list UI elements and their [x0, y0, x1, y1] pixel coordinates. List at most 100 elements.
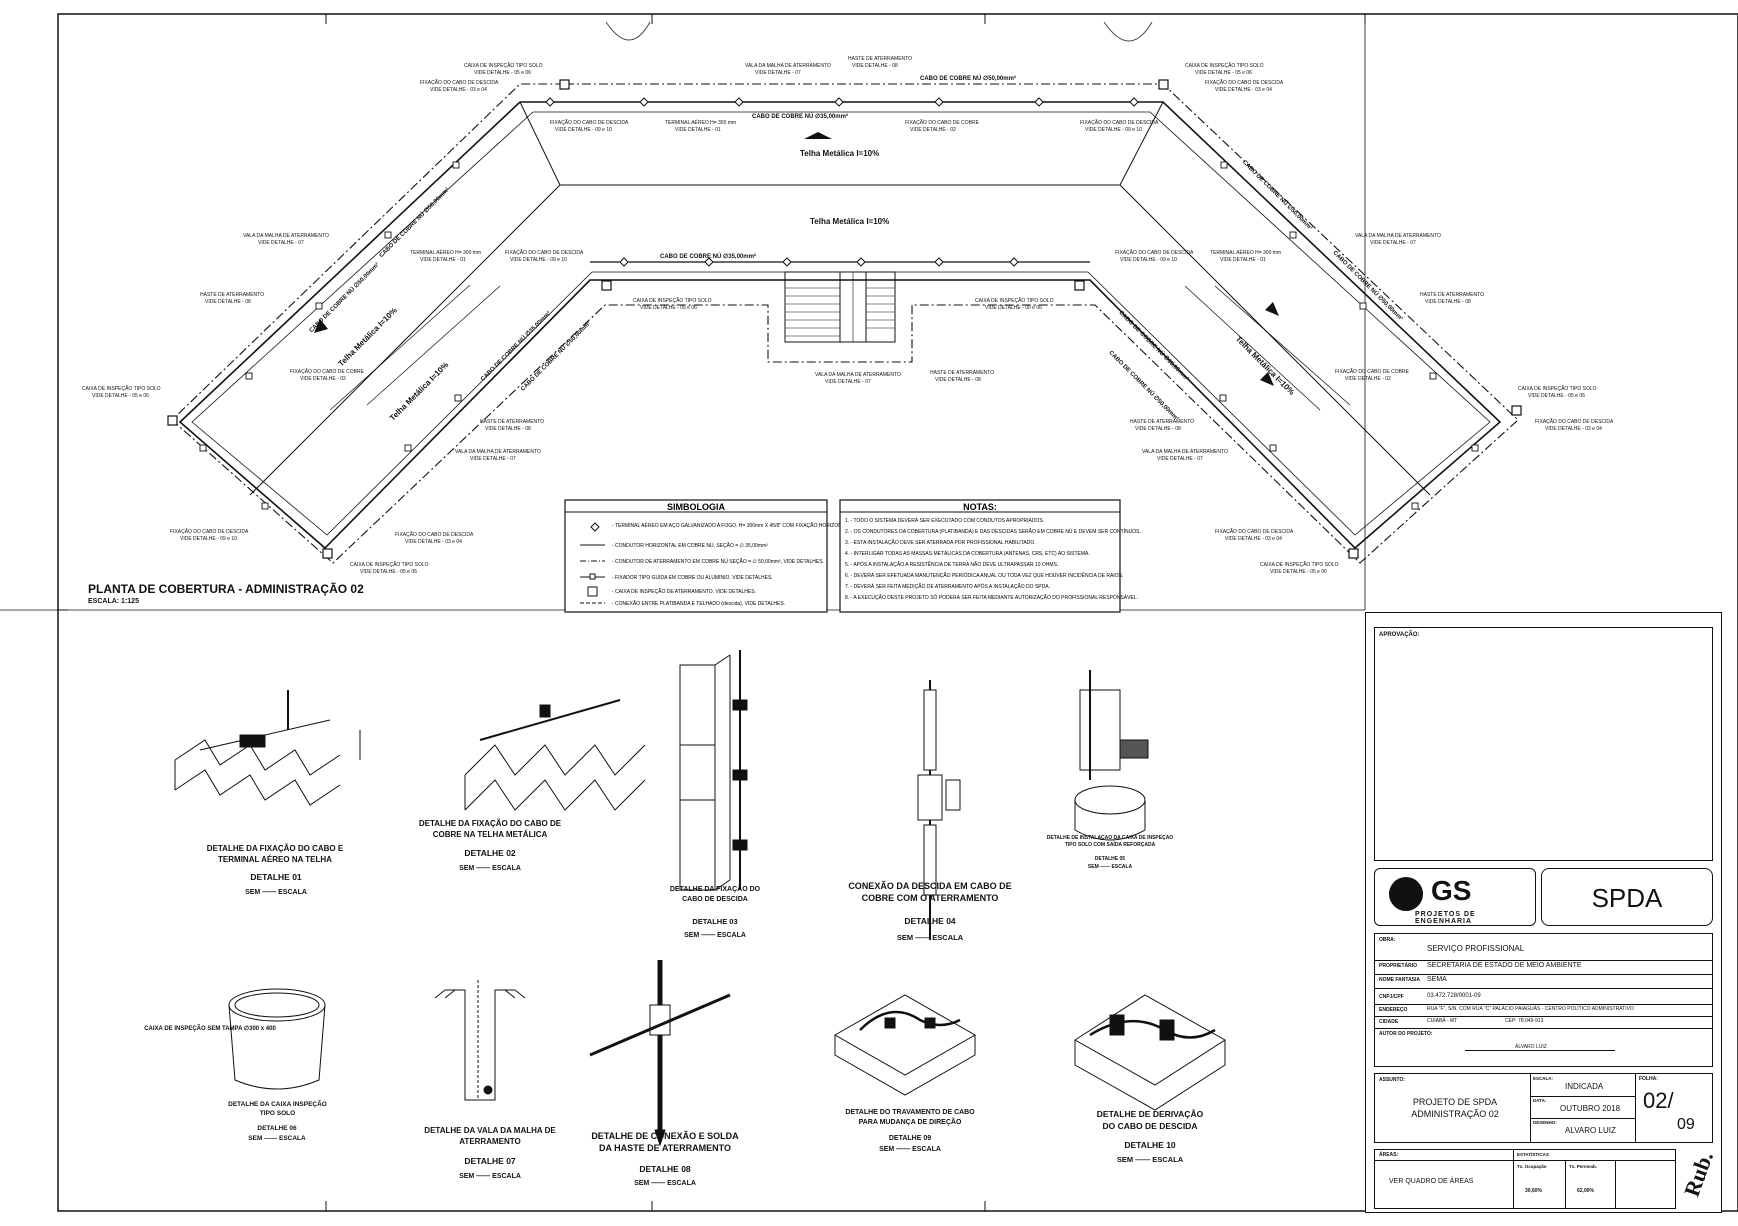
cable-label: CABO DE COBRE NÚ ∅50,00mm²: [1332, 249, 1405, 322]
callout: VIDE DETALHE - 03 e 04: [1545, 426, 1602, 432]
detail-10-caption: DETALHE DE DERIVAÇÃO DO CABO DE DESCIDA: [1096, 1109, 1204, 1131]
callout: VALA DA MALHA DE ATERRAMENTO: [1355, 233, 1441, 239]
callout: FIXAÇÃO DO CABO DE DESCIDA: [1080, 119, 1159, 126]
callout: VIDE DETALHE - 01: [675, 127, 721, 133]
callout: VIDE DETALHE - 09 e 10: [510, 257, 567, 263]
note-item: 4. - INTERLIGAR TODAS AS MASSAS METÁLICA…: [845, 550, 1090, 557]
cidade-label: CIDADE: [1379, 1019, 1399, 1025]
legend-item: - CONDUTOR HORIZONTAL EM COBRE NÚ, SEÇÃO…: [612, 542, 768, 549]
roof-slope-label: Telha Metálica I=10%: [336, 306, 398, 368]
notes-title: NOTAS:: [963, 502, 997, 512]
cep-value: CEP: 78.049-913: [1505, 1018, 1544, 1024]
tx-ocupacao-label: Tx. Ocupação: [1517, 1164, 1547, 1169]
nome-fantasia-value: SEMA: [1427, 976, 1447, 983]
callout: HASTE DE ATERRAMENTO: [200, 292, 264, 298]
detail-03-caption: DETALHE DA FIXAÇÃO DO CABO DE DESCIDA: [669, 886, 761, 903]
callout: HASTE DE ATERRAMENTO: [930, 370, 994, 376]
note-item: 3. - ESTA INSTALAÇÃO DEVE SER ATERRADA P…: [845, 539, 1036, 546]
detail-09-number: DETALHE 09: [889, 1135, 931, 1142]
escala-label: ESCALA:: [1533, 1076, 1553, 1081]
detail-05-caption: DETALHE DE INSTALAÇÃO DA CAIXA DE INSPEÇ…: [1046, 835, 1174, 848]
callout: FIXAÇÃO DO CABO DE DESCIDA: [420, 79, 499, 86]
callout: VIDE DETALHE - 09 e 10: [180, 536, 237, 542]
detail-01-scale: SEM —— ESCALA: [245, 889, 307, 896]
cable-label: CABO DE COBRE NÚ ∅50,00mm²: [378, 186, 451, 259]
roof-slope-label: Telha Metálica I=10%: [800, 149, 879, 158]
detail-01-caption: DETALHE DA FIXAÇÃO DO CABO E TERMINAL AÉ…: [206, 844, 344, 864]
company-logo-box: GS PROJETOS DE ENGENHARIA: [1374, 868, 1536, 926]
notas-block: NOTAS: 1. - TODO O SISTEMA DEVERÁ SER EX…: [839, 499, 1141, 613]
callout: VIDE DETALHE - 05 e 06: [1270, 569, 1327, 575]
folha-total: 09: [1677, 1116, 1695, 1133]
callout: VIDE DETALHE - 07: [258, 240, 304, 246]
detail-01-number: DETALHE 01: [250, 872, 302, 882]
roof-plan: [167, 79, 1522, 564]
detail-10-scale: SEM —— ESCALA: [1117, 1155, 1184, 1164]
callout: VIDE DETALHE - 05 e 06: [1528, 393, 1585, 399]
callout: VIDE DETALHE - 08: [1135, 426, 1181, 432]
protocol-stamp: Rub.: [1678, 1148, 1719, 1200]
callout: VIDE DETALHE - 05 e 06: [1195, 70, 1252, 76]
callout: VIDE DETALHE - 07: [1157, 456, 1203, 462]
note-item: 5. - APÓS A INSTALAÇÃO A RESISTÊNCIA DE …: [845, 560, 1058, 568]
callout: CAIXA DE INSPEÇÃO TIPO SOLO: [350, 561, 429, 568]
callout: VIDE DETALHE - 03 e 04: [405, 539, 462, 545]
detail-06-number: DETALHE 06: [257, 1125, 297, 1132]
gs-logo-icon: [1389, 877, 1423, 911]
roof-slope-label: Telha Metálica I=10%: [388, 360, 450, 422]
discipline-box: SPDA: [1541, 868, 1713, 926]
folha-value: 02/: [1643, 1088, 1674, 1113]
detail-07-drawing: [434, 980, 526, 1101]
callout: FIXAÇÃO DO CABO DE DESCIDA: [1535, 418, 1614, 425]
detail-drawings: [174, 650, 1226, 1147]
callout: FIXAÇÃO DO CABO DE DESCIDA: [1205, 79, 1284, 86]
sheet-border: [57, 13, 1738, 1212]
autor-value: ÁLVARO LUIZ: [1515, 1044, 1547, 1050]
callout: VIDE DETALHE - 05 e 06: [92, 393, 149, 399]
roof-slope-label: Telha Metálica I=10%: [1234, 334, 1296, 396]
detail-06-drawing: [228, 988, 326, 1090]
callout: VIDE DETALHE - 07: [755, 70, 801, 76]
detail-08-drawing: [589, 960, 731, 1147]
callout: VIDE DETALHE - 02: [910, 127, 956, 133]
title-block: APROVAÇÃO: GS PROJETOS DE ENGENHARIA SPD…: [1365, 612, 1722, 1213]
detail-08-number: DETALHE 08: [639, 1164, 691, 1174]
detail-02-scale: SEM —— ESCALA: [459, 865, 521, 872]
plan-title: PLANTA DE COBERTURA - ADMINISTRAÇÃO 02: [88, 581, 364, 596]
data-value: OUTUBRO 2018: [1560, 1104, 1621, 1113]
callout: FIXAÇÃO DO CABO DE DESCIDA: [395, 531, 474, 538]
cable-label: CABO DE COBRE NÚ ∅50,00mm²: [1241, 159, 1314, 232]
note-item: 1. - TODO O SISTEMA DEVERÁ SER EXECUTADO…: [845, 517, 1044, 524]
callout: VIDE DETALHE - 08: [485, 426, 531, 432]
callout: VALA DA MALHA DE ATERRAMENTO: [745, 63, 831, 69]
callout: FIXAÇÃO DO CABO DE DESCIDA: [1215, 528, 1294, 535]
callout: FIXAÇÃO DO CABO DE DESCIDA: [550, 119, 629, 126]
callout: CAIXA DE INSPEÇÃO TIPO SOLO: [82, 385, 161, 392]
detail-05-number: DETALHE 05: [1095, 856, 1125, 862]
assunto-box: ASSUNTO: PROJETO DE SPDA ADMINISTRAÇÃO 0…: [1374, 1073, 1713, 1143]
callout: TERMINAL AÉREO H= 300 mm: [665, 119, 736, 126]
cidade-value: CUIABÁ - MT: [1427, 1018, 1458, 1024]
detail-07-caption: DETALHE DA VALA DA MALHA DE ATERRAMENTO: [424, 1126, 556, 1146]
callout: VIDE DETALHE - 03 e 04: [430, 87, 487, 93]
callout: VIDE DETALHE - 05 e 06: [360, 569, 417, 575]
cnpj-label: CNPJ/CPF: [1379, 994, 1404, 1000]
proprietario-label: PROPRIETÁRIO: [1379, 963, 1418, 969]
callout: FIXAÇÃO DO CABO DE DESCIDA: [505, 249, 584, 256]
callout: VIDE DETALHE - 08: [852, 63, 898, 69]
detail-04-caption: CONEXÃO DA DESCIDA EM CABO DE COBRE COM …: [848, 881, 1012, 903]
detail-09-caption: DETALHE DO TRAVAMENTO DE CABO PARA MUDAN…: [845, 1109, 975, 1126]
autor-label: AUTOR DO PROJETO:: [1379, 1031, 1433, 1037]
callout: TERMINAL AÉREO H= 300 mm: [410, 249, 481, 256]
callout: CAIXA DE INSPEÇÃO TIPO SOLO: [1518, 385, 1597, 392]
callout: VIDE DETALHE - 05 e 06: [474, 70, 531, 76]
legend-item: - FIXADOR TIPO GUIDA EM COBRE OU ALUMÍNI…: [612, 574, 773, 581]
detail-02-number: DETALHE 02: [464, 848, 516, 858]
callout: VIDE DETALHE - 01: [1220, 257, 1266, 263]
detail-08-caption: DETALHE DE CONEXÃO E SOLDA DA HASTE DE A…: [591, 1131, 739, 1153]
areas-label: ÁREAS:: [1379, 1152, 1399, 1158]
callout: HASTE DE ATERRAMENTO: [480, 419, 544, 425]
legend-item: - CAIXA DE INSPEÇÃO DE ATERRAMENTO. VIDE…: [612, 588, 756, 595]
detail-10-drawing: [1074, 994, 1226, 1111]
